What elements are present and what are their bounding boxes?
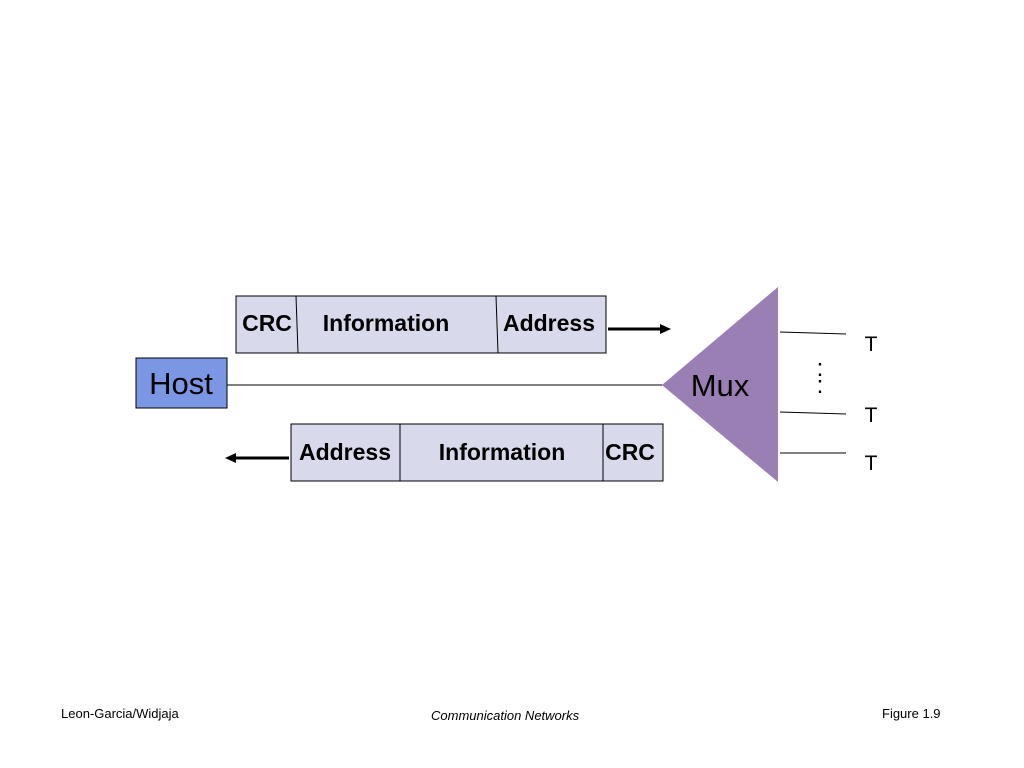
terminal-ellipsis: :: [817, 372, 824, 399]
incoming-address-field: Address: [299, 439, 391, 465]
incoming-information-field: Information: [439, 439, 566, 465]
incoming-crc-field: CRC: [605, 439, 655, 465]
terminal-label: T: [865, 333, 878, 356]
incoming-frame-box: [290, 423, 664, 482]
footer-book-title: Communication Networks: [431, 708, 580, 723]
footer-figure-number: Figure 1.9: [882, 706, 941, 721]
outgoing-crc-field: CRC: [242, 310, 292, 336]
incoming-arrow-head: [225, 453, 236, 463]
mux-node: Mux: [662, 287, 778, 482]
outgoing-address-field: Address: [503, 310, 595, 336]
terminal-links: [779, 331, 847, 454]
host-box: [135, 357, 228, 409]
terminal-label: T: [865, 452, 878, 475]
terminal-link: [779, 331, 847, 335]
mux-triangle: [662, 287, 778, 482]
incoming-arrow: [225, 453, 289, 463]
host-label: Host: [149, 366, 213, 401]
terminal-ellipsis: :: [817, 355, 824, 382]
terminal-label: T: [865, 404, 878, 427]
outgoing-frame: CRC Information Address: [235, 295, 607, 354]
outgoing-frame-divider: [495, 295, 499, 354]
outgoing-frame-divider: [295, 295, 299, 354]
host-node: Host: [135, 357, 228, 409]
footer-authors: Leon-Garcia/Widjaja: [61, 706, 179, 721]
outgoing-information-field: Information: [323, 310, 450, 336]
terminal-link: [779, 411, 847, 415]
outgoing-arrow-head: [660, 324, 671, 334]
mux-label: Mux: [691, 368, 750, 403]
outgoing-arrow: [608, 324, 671, 334]
incoming-frame: Address Information CRC: [290, 423, 664, 482]
